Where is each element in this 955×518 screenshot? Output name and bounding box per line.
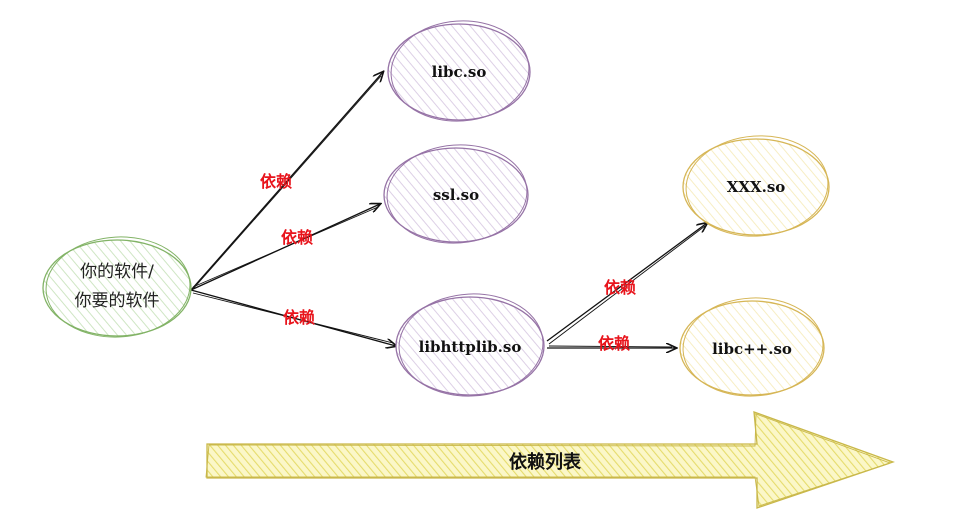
node-ssl: ssl.so bbox=[383, 144, 529, 244]
node-app: 你的软件/ 你要的软件 bbox=[42, 236, 192, 338]
edge-libhttplib-libcpp bbox=[547, 346, 676, 348]
edge-libhttplib-xxx bbox=[546, 223, 707, 345]
edge-app-libc bbox=[190, 72, 383, 291]
node-libhttplib: libhttplib.so bbox=[395, 293, 545, 397]
dependency-list-arrow: 依赖列表 bbox=[205, 411, 895, 509]
edge-label-libhttplib-xxx: 依赖 bbox=[604, 278, 636, 297]
edge-label-libhttplib-libcpp: 依赖 bbox=[598, 334, 630, 353]
node-libc-label: libc.so bbox=[432, 63, 487, 81]
node-xxx: XXX.so bbox=[682, 135, 830, 237]
edge-label-app-libhttplib: 依赖 bbox=[283, 308, 315, 327]
edge-label-app-ssl: 依赖 bbox=[281, 228, 313, 247]
edge-app-ssl bbox=[190, 204, 380, 291]
edge-app-libhttplib bbox=[190, 289, 396, 346]
node-libcpp: libc++.so bbox=[679, 297, 825, 397]
edge-label-app-libc: 依赖 bbox=[260, 172, 292, 191]
node-libc: libc.so bbox=[387, 20, 531, 122]
dependency-list-label: 依赖列表 bbox=[509, 451, 582, 473]
node-app-label-line1: 你的软件/ bbox=[80, 262, 154, 282]
node-libhttplib-label: libhttplib.so bbox=[419, 338, 522, 356]
node-libcpp-label: libc++.so bbox=[712, 340, 792, 358]
node-ssl-label: ssl.so bbox=[433, 186, 479, 204]
node-app-label-line2: 你要的软件 bbox=[75, 291, 160, 311]
node-xxx-label: XXX.so bbox=[727, 178, 786, 196]
